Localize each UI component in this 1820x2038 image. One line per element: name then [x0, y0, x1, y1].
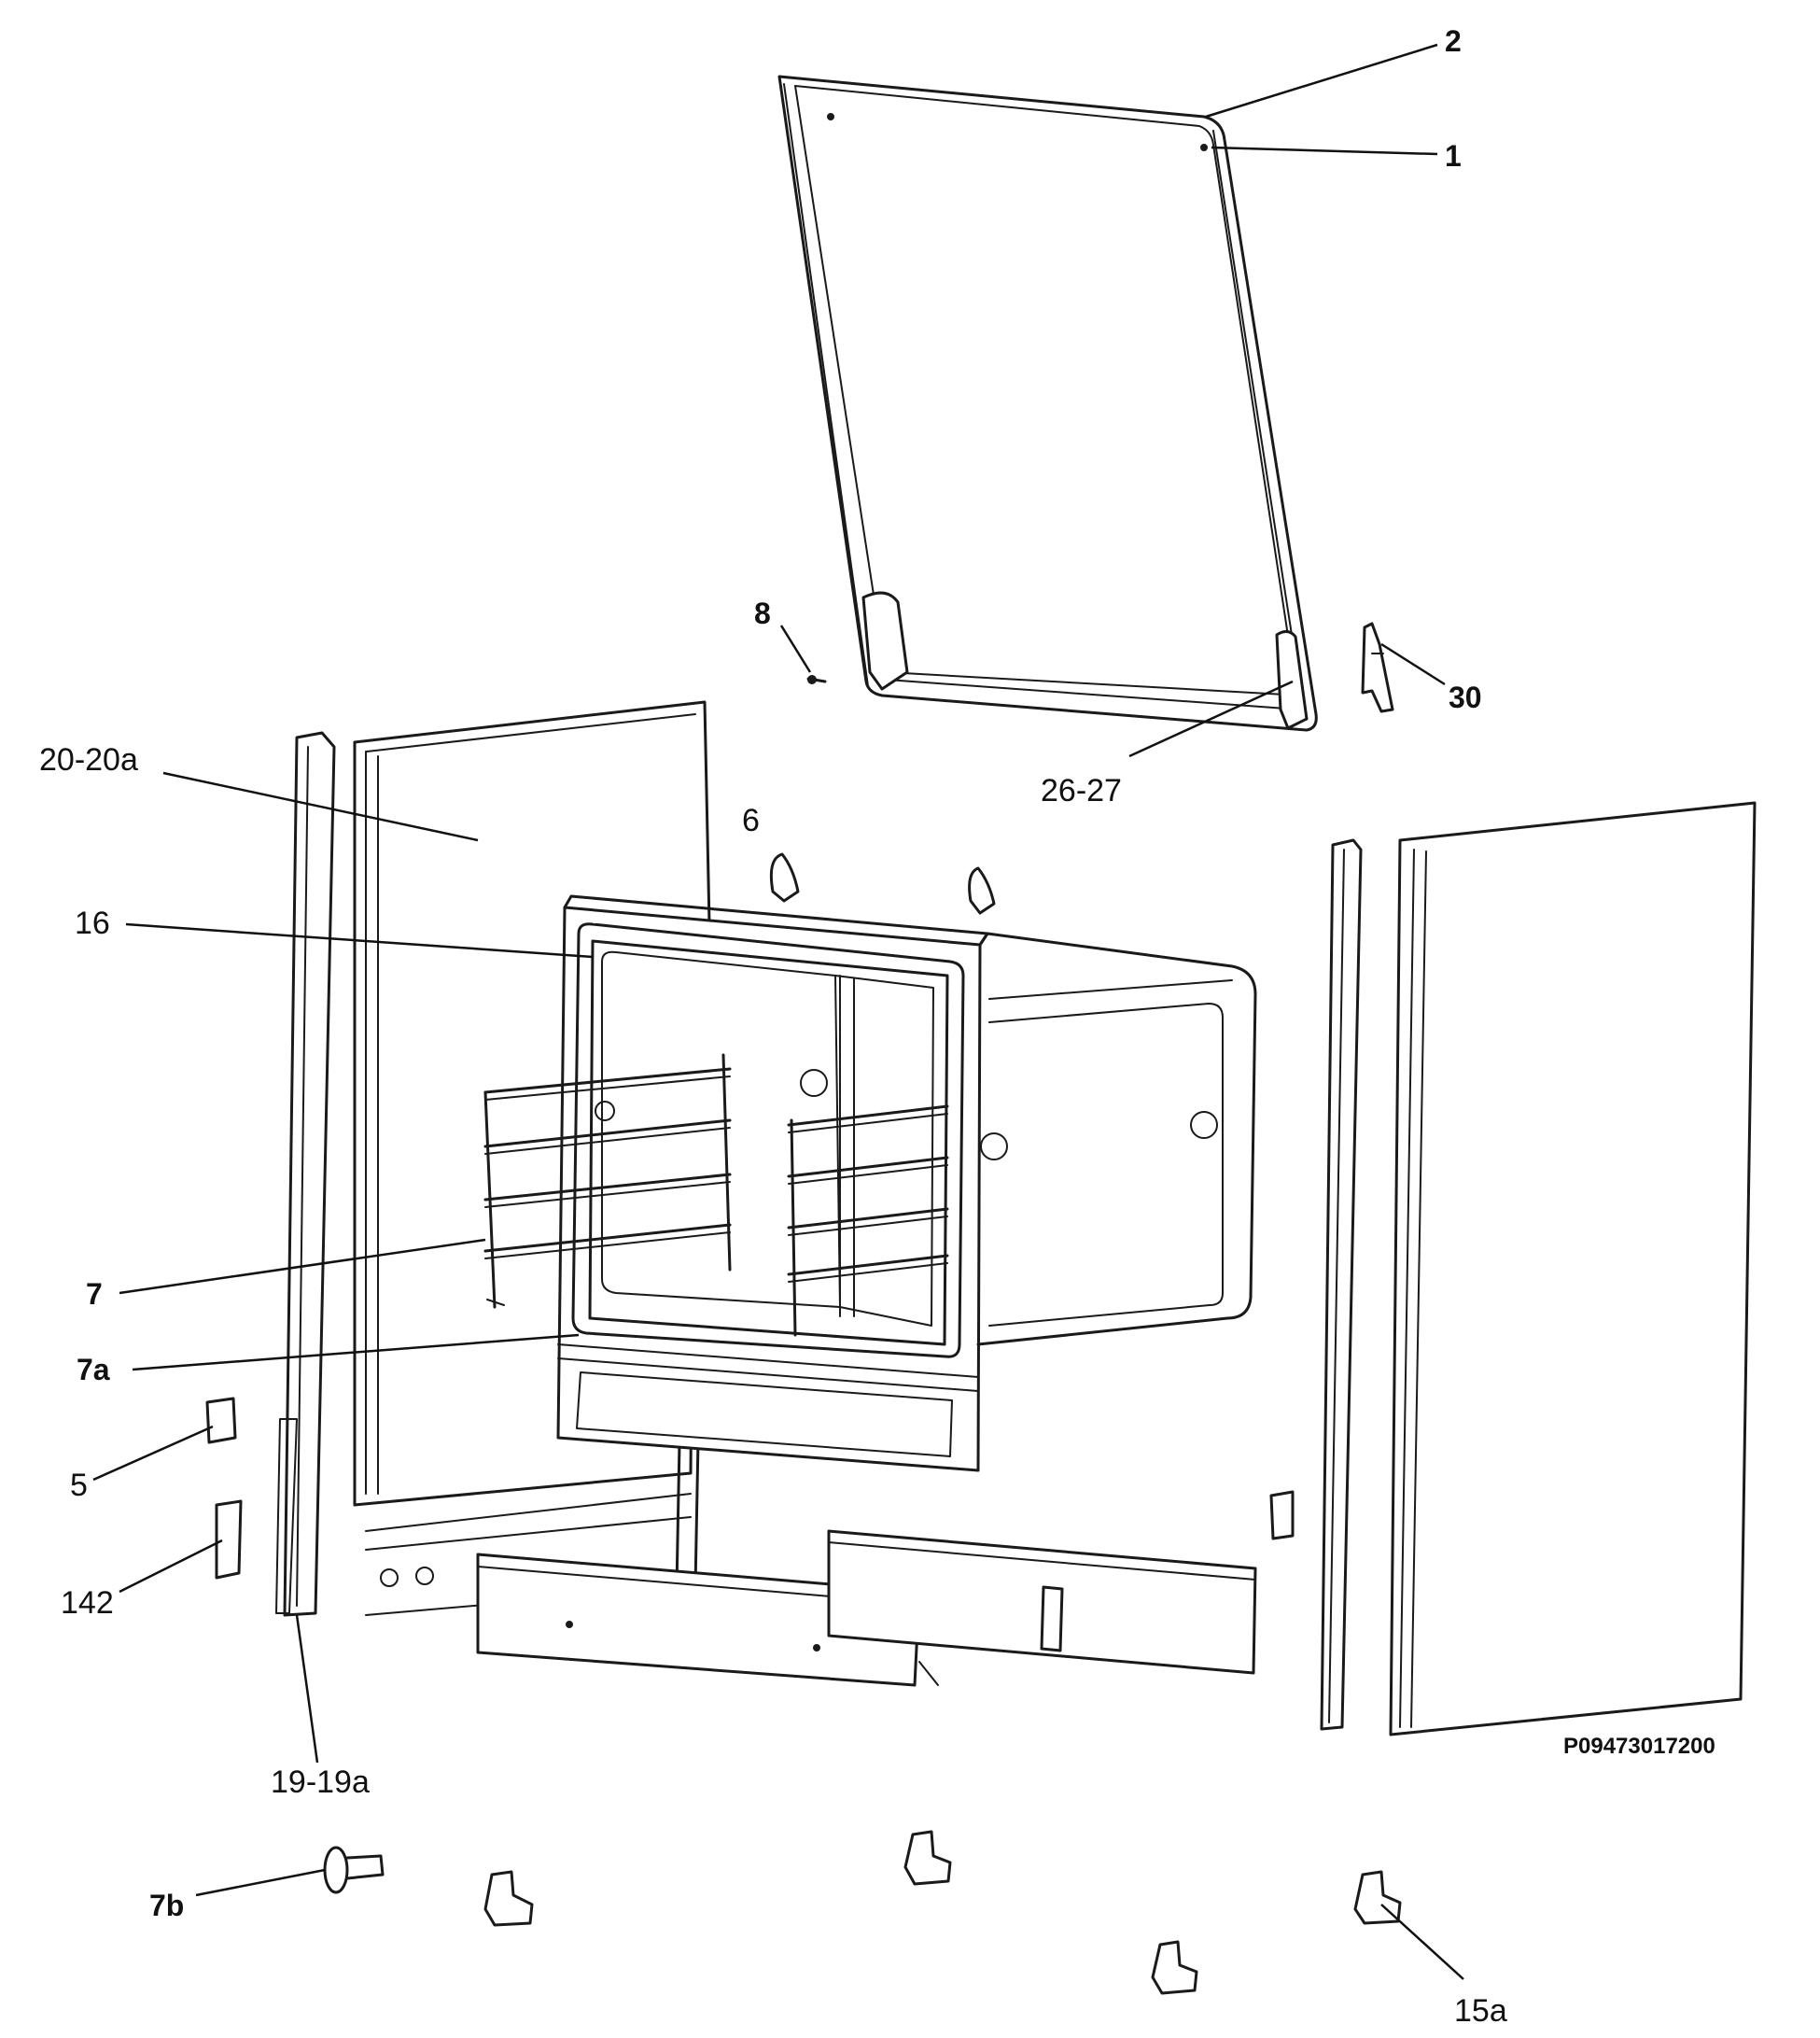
callout-7a: 7a: [77, 1353, 110, 1386]
left-shelf-runners: [483, 1053, 732, 1309]
adjustable-foot: [483, 1870, 534, 1927]
knob-part-7b: [323, 1846, 385, 1894]
callout-labels: 2 1 8 30 26-27 20-20a 6 16 7 7a 5 142 19…: [39, 24, 1715, 2029]
right-small-bracket: [1269, 1490, 1295, 1540]
callout-19-19a: 19-19a: [271, 1764, 370, 1800]
callout-7: 7: [86, 1277, 103, 1311]
callout-16: 16: [75, 906, 110, 941]
callout-6: 6: [742, 803, 760, 838]
adjustable-foot: [1151, 1940, 1198, 1995]
left-rear-upright: [675, 1439, 700, 1591]
drawing-code: P09473017200: [1563, 1734, 1715, 1759]
hook-brackets-part-6: [769, 852, 996, 915]
bracket-part-5: [205, 1397, 237, 1444]
oven-cavity: [556, 894, 1257, 1472]
hinge-clip-part-30: [1361, 622, 1394, 713]
callout-1: 1: [1445, 139, 1462, 173]
callout-26-27: 26-27: [1041, 773, 1122, 808]
right-side-panel: [1389, 801, 1757, 1736]
leader-lines: [92, 43, 1464, 1980]
left-front-strip: [275, 731, 336, 1617]
front-bottom-panel-right: [827, 1529, 1257, 1675]
right-shelf-runners: [787, 1104, 949, 1337]
callout-8: 8: [754, 597, 771, 630]
screw-part-8: [806, 675, 827, 684]
right-front-strip: [1320, 838, 1363, 1731]
callout-15a: 15a: [1454, 1993, 1507, 2029]
callout-30: 30: [1449, 681, 1482, 714]
lid-glass-cover: [777, 75, 1318, 732]
front-bottom-panel-left: [476, 1553, 939, 1687]
callout-142: 142: [61, 1585, 114, 1621]
callout-5: 5: [70, 1468, 88, 1503]
callout-7b: 7b: [149, 1889, 184, 1922]
callout-2: 2: [1445, 24, 1462, 58]
bracket-part-142: [215, 1499, 243, 1580]
callout-20-20a: 20-20a: [39, 742, 138, 778]
adjustable-foot: [903, 1830, 952, 1886]
